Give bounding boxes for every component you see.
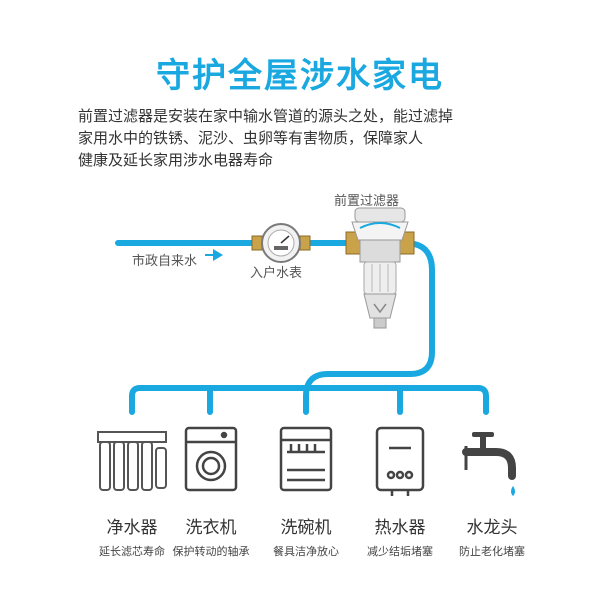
appliance-name-faucet: 水龙头 [466, 518, 518, 538]
faucet-icon [462, 432, 516, 496]
washing-machine-icon [184, 426, 238, 492]
filter-label: 前置过滤器 [334, 194, 400, 209]
appliance-benefit-dishwasher: 餐具洁净放心 [273, 545, 339, 558]
dishwasher-icon [279, 426, 333, 492]
description-line-2: 家用水中的铁锈、泥沙、虫卵等有害物质，保障家人 [78, 129, 424, 147]
appliance-benefit-faucet: 防止老化堵塞 [459, 545, 525, 558]
appliance-benefit-purifier: 延长滤芯寿命 [99, 545, 165, 558]
description-line-3: 健康及延长家用涉水电器寿命 [78, 151, 274, 169]
pre-filter-icon [345, 207, 415, 329]
appliance-name-purifier: 净水器 [106, 518, 158, 538]
main-pipe [115, 240, 435, 415]
appliance-name-washer: 洗衣机 [185, 518, 237, 538]
water-pipes [115, 240, 489, 415]
appliance-benefit-heater: 减少结垢堵塞 [367, 545, 433, 558]
flow-arrow-1 [205, 249, 223, 261]
description-line-1: 前置过滤器是安装在家中输水管道的源头之处，能过滤掉 [78, 107, 454, 125]
appliance-name-heater: 热水器 [374, 518, 426, 538]
branch-pipe [129, 385, 489, 415]
description: 前置过滤器是安装在家中输水管道的源头之处，能过滤掉 家用水中的铁锈、泥沙、虫卵等… [78, 105, 528, 171]
meter-label: 入户水表 [250, 266, 303, 281]
appliance-name-dishwasher: 洗碗机 [280, 518, 332, 538]
water-heater-icon [375, 426, 425, 496]
water-purifier-icon [97, 431, 167, 491]
appliance-benefit-washer: 保护转动的轴承 [172, 545, 250, 558]
water-meter-icon [251, 223, 311, 263]
source-label: 市政自来水 [132, 254, 198, 269]
page-title: 守护全屋涉水家电 [156, 56, 444, 96]
